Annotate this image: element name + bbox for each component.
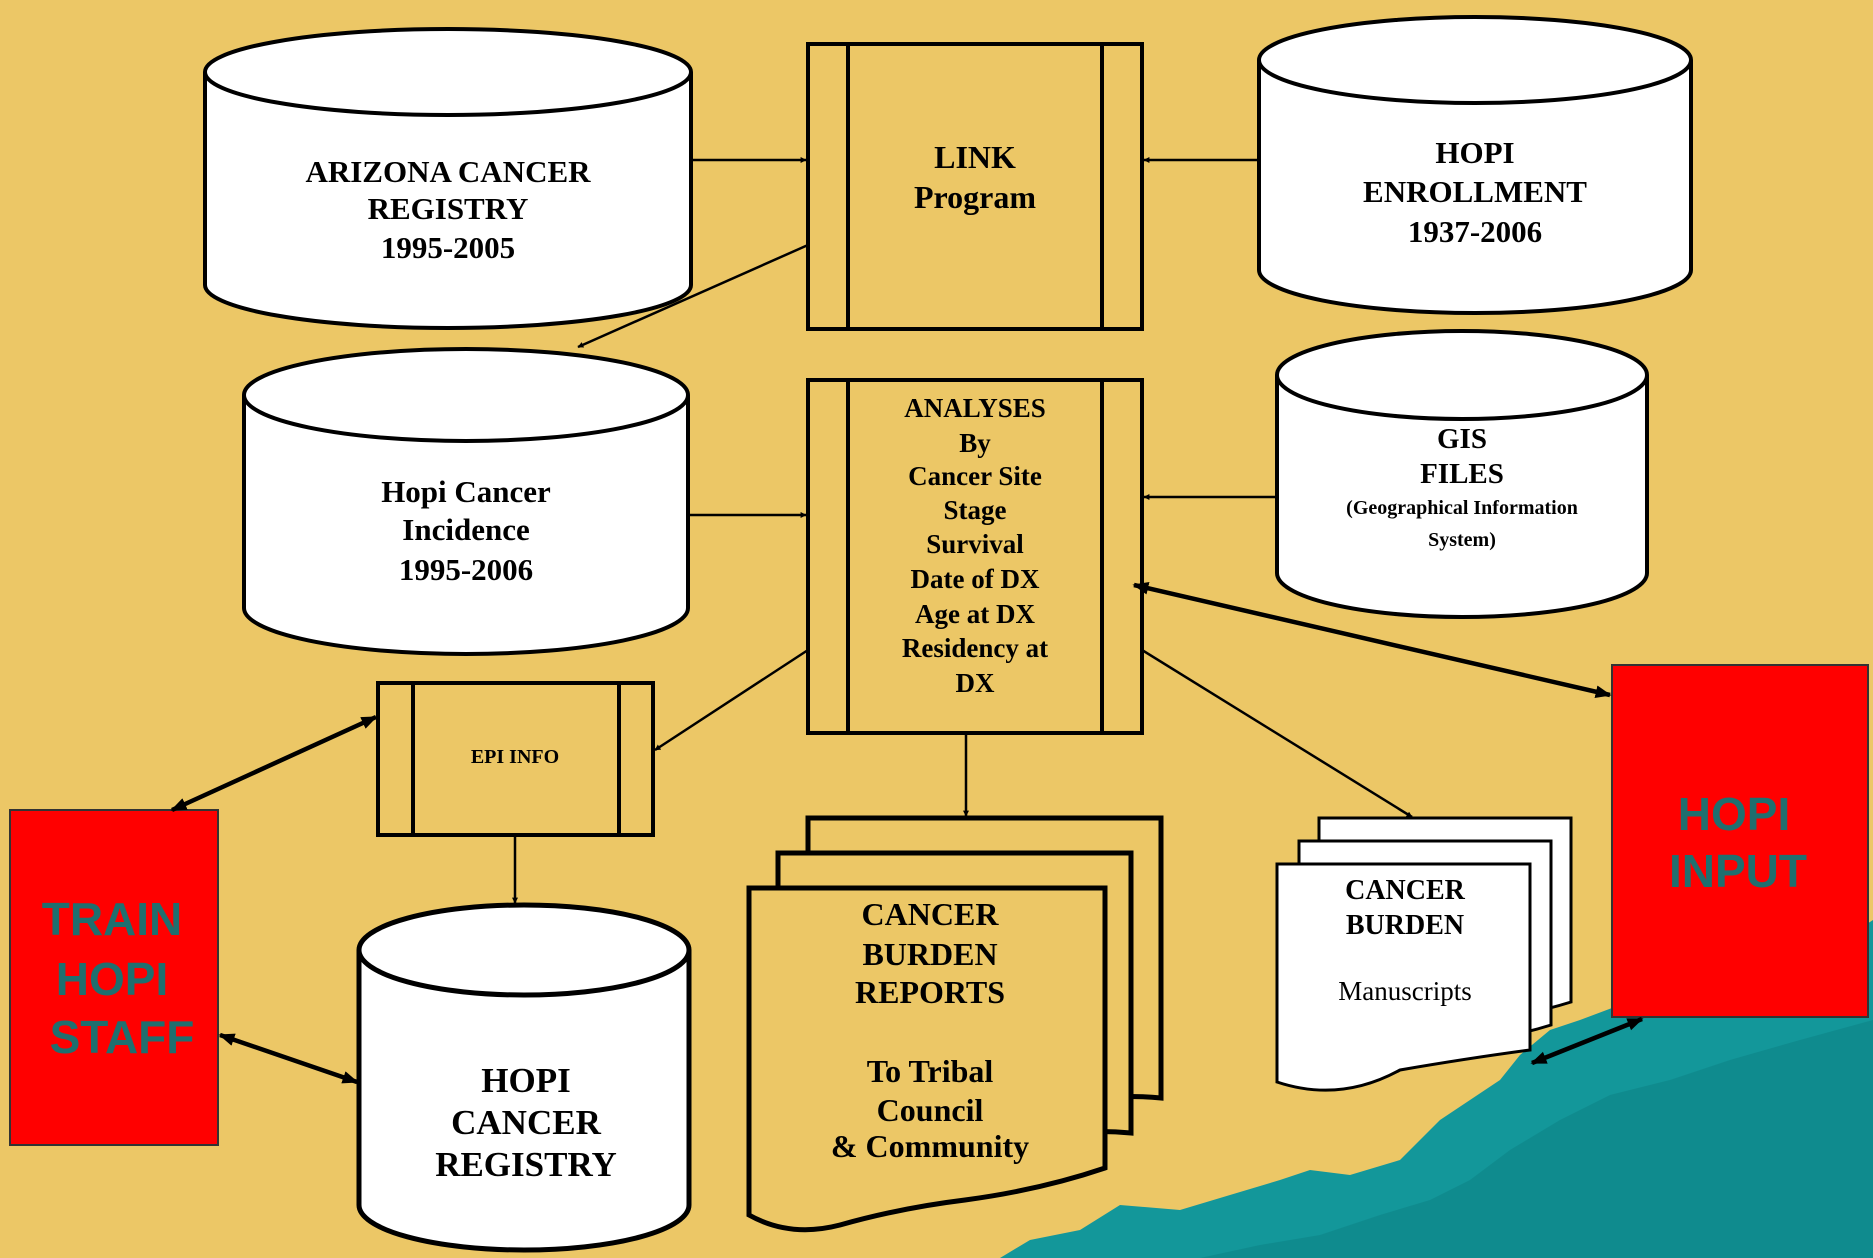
analyses-box: ANALYSES By Cancer Site Stage Survival D… [806,378,1144,735]
train-staff-line-1: TRAIN [42,893,183,945]
arrow-analyses-to-manuscripts [1141,648,1413,819]
gis-files-line-2: FILES [1420,458,1504,490]
hopi-incidence-line-1: Hopi Cancer [381,474,551,509]
arrow-link-to-incidence [577,243,809,349]
hopi-registry-line-2: CANCER [451,1103,601,1142]
arrow-hopi-input-manuscripts [1530,1016,1644,1066]
cancer-burden-manuscripts-document: CANCER BURDEN Manuscripts [1275,816,1573,1092]
hopi-enrollment-line-3: 1937-2006 [1408,214,1542,249]
hopi-incidence-line-3: 1995-2006 [399,552,533,587]
gis-files-subtitle-1: (Geographical Information [1346,497,1578,519]
analyses-line-5: Survival [926,529,1024,559]
hopi-enrollment-line-2: ENROLLMENT [1363,174,1587,209]
burden-manuscripts-line-2: BURDEN [1346,910,1464,941]
mountain-shadow [1200,1020,1873,1258]
hopi-enrollment-line-1: HOPI [1435,135,1514,170]
hopi-input-line-1: HOPI [1678,788,1790,840]
cancer-burden-reports-document: CANCER BURDEN REPORTS To Tribal Council … [746,815,1164,1233]
analyses-line-4: Stage [944,495,1007,525]
analyses-line-3: Cancer Site [908,461,1042,491]
hopi-input-box: HOPI INPUT [1611,664,1869,1018]
gis-files-cylinder: GIS FILES (Geographical Information Syst… [1275,329,1649,619]
link-program-line-2: Program [914,179,1036,215]
arrow-analyses-hopi-input [1132,582,1612,698]
epi-info-box: EPI INFO [376,681,655,837]
analyses-line-7: Age at DX [915,599,1035,629]
gis-files-subtitle-2: System) [1428,529,1496,551]
analyses-line-9: DX [956,668,995,698]
train-hopi-staff-box: TRAIN HOPI STAFF [9,809,219,1146]
analyses-line-2: By [959,428,991,458]
arizona-registry-line-2: REGISTRY [368,191,529,226]
hopi-enrollment-cylinder: HOPI ENROLLMENT 1937-2006 [1257,15,1693,315]
burden-reports-line-1: CANCER [862,896,1000,932]
arizona-cancer-registry-cylinder: ARIZONA CANCER REGISTRY 1995-2005 [203,27,693,330]
arrow-epi-train-staff [170,714,378,813]
analyses-line-8: Residency at [902,633,1048,663]
analyses-line-1: ANALYSES [904,393,1046,423]
link-program-line-1: LINK [934,139,1016,175]
arrow-train-staff-registry [218,1032,359,1085]
hopi-cancer-registry-cylinder: HOPI CANCER REGISTRY [356,902,692,1253]
burden-reports-line-6: & Community [831,1128,1029,1164]
link-program-box: LINK Program [806,42,1144,331]
epi-info-label: EPI INFO [471,746,559,768]
train-staff-line-2: HOPI [56,953,168,1005]
hopi-input-line-2: INPUT [1669,845,1807,897]
analyses-line-6: Date of DX [911,564,1040,594]
hopi-cancer-incidence-cylinder: Hopi Cancer Incidence 1995-2006 [242,347,690,656]
burden-manuscripts-line-1: CANCER [1345,875,1466,906]
hopi-incidence-line-2: Incidence [402,512,529,547]
burden-manuscripts-body: Manuscripts [1338,976,1471,1006]
arrow-analyses-to-epi [654,648,809,752]
burden-reports-line-4: To Tribal [867,1053,994,1089]
train-staff-line-3: STAFF [50,1011,195,1063]
burden-reports-line-3: REPORTS [855,974,1005,1010]
arizona-registry-line-3: 1995-2005 [381,230,515,265]
arizona-registry-line-1: ARIZONA CANCER [305,154,591,189]
hopi-registry-line-3: REGISTRY [435,1145,617,1184]
gis-files-line-1: GIS [1437,423,1487,455]
hopi-registry-line-1: HOPI [481,1061,570,1100]
burden-reports-line-5: Council [877,1092,984,1128]
burden-reports-line-2: BURDEN [862,936,997,972]
